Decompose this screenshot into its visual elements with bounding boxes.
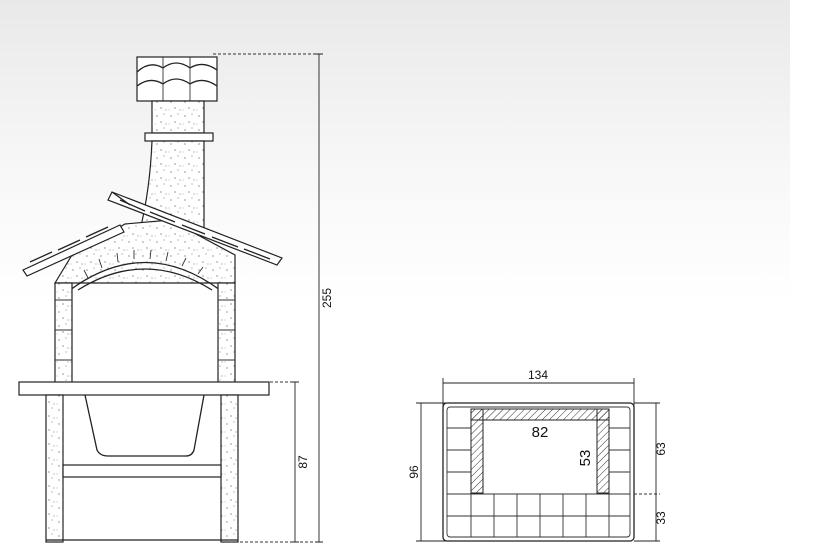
plan-width-label: 134: [528, 368, 548, 382]
plan-tile-grid: [447, 427, 630, 537]
barbecue-plan: [442, 402, 635, 542]
barbecue-elevation: [18, 56, 283, 543]
lower-shelf: [62, 464, 222, 478]
firebox-back-wall: [470, 408, 610, 421]
firebox-left-wall: [470, 408, 484, 494]
elevation-dimensions: [213, 53, 323, 543]
roof-tiles: [22, 191, 283, 277]
counter-height-label: 87: [296, 455, 310, 469]
chimney-collar: [144, 132, 214, 142]
firebox-depth-label: 53: [577, 450, 594, 467]
firebox-width-label: 82: [532, 424, 549, 441]
front-depth-label: 33: [654, 511, 668, 525]
plan-outline: [442, 402, 635, 542]
plan-depth-label: 96: [407, 465, 421, 479]
arch-inner: [77, 268, 213, 291]
firebox-right-wall: [596, 408, 610, 494]
fire-basin: [84, 394, 205, 457]
total-height-label: 255: [320, 288, 334, 308]
rear-depth-label: 63: [654, 442, 668, 456]
plan-dimensions: [416, 378, 660, 542]
counter-slab: [18, 381, 270, 396]
arch-outer: [69, 261, 221, 291]
chimney-cap-tiles: [136, 56, 218, 102]
